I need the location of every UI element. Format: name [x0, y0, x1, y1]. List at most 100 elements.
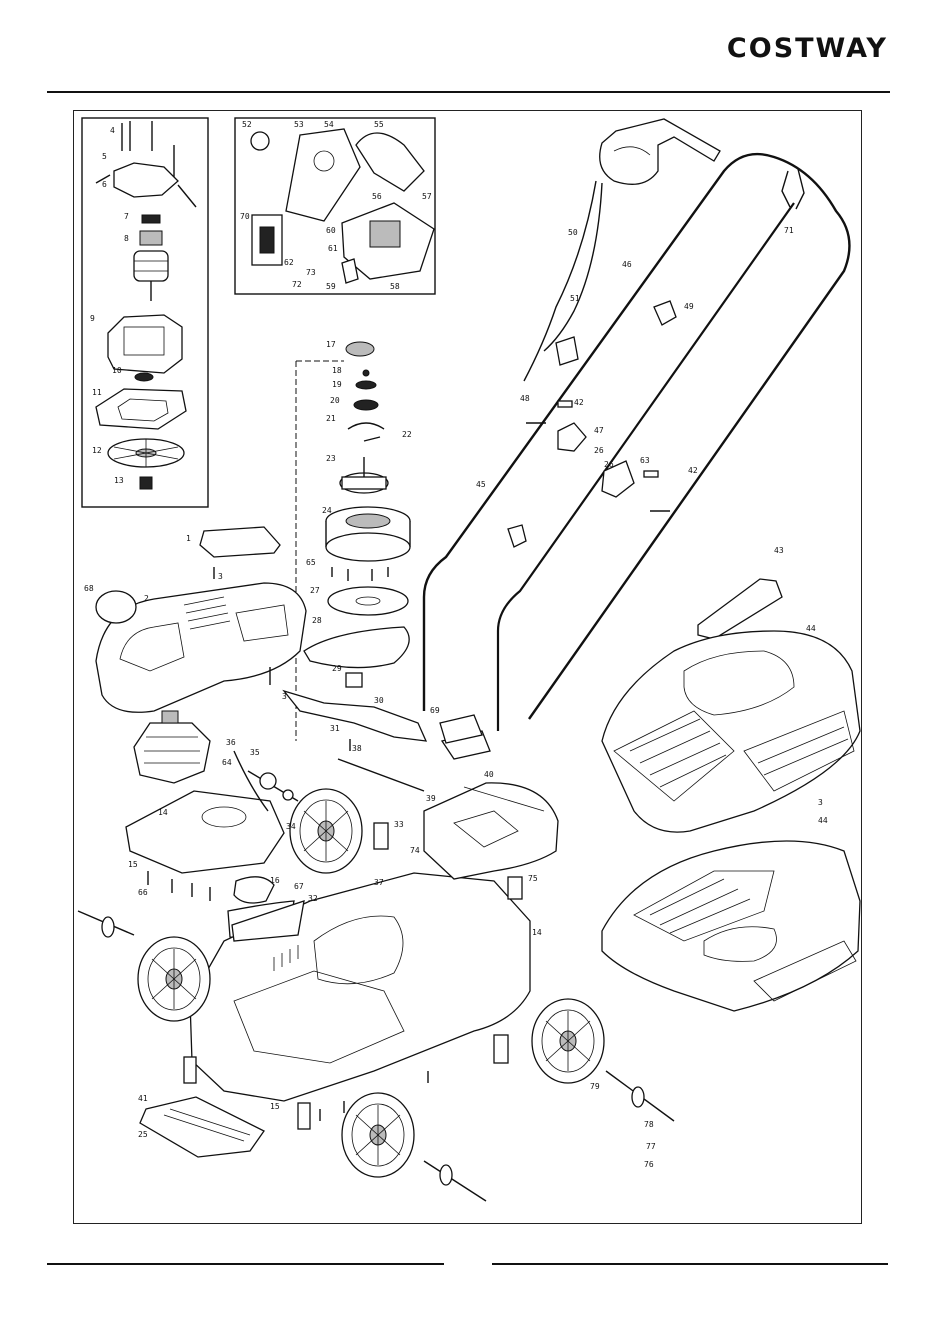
exploded-parts-diagram: 1 2 3 3 3 4 5 6 7 8 9 10 11 12 13 14 14 … — [73, 110, 862, 1224]
spindle-cap — [346, 342, 374, 356]
screws-row — [332, 567, 388, 581]
motor-mount-plate — [126, 791, 284, 873]
footer-rule-left — [47, 1263, 444, 1265]
handle-joint-right — [644, 471, 658, 477]
part-label-66: 66 — [138, 888, 148, 897]
part-label-21: 21 — [326, 414, 336, 423]
part-label-7: 7 — [124, 212, 129, 221]
diagram-canvas: 1 2 3 3 3 4 5 6 7 8 9 10 11 12 13 14 14 … — [74, 111, 863, 1225]
cover-badge — [96, 591, 136, 623]
part-label-61: 61 — [328, 244, 338, 253]
grass-box-bottom — [602, 841, 860, 1011]
spindle-bearing — [354, 400, 378, 410]
part-label-26b: 26 — [604, 460, 614, 469]
part-label-36: 36 — [226, 738, 236, 747]
part-label-64: 64 — [222, 758, 232, 767]
part-label-52: 52 — [242, 120, 252, 129]
wheel-front-left — [342, 1093, 486, 1201]
gear-hub — [340, 457, 388, 493]
part-label-3b: 3 — [282, 692, 287, 701]
part-label-18: 18 — [332, 366, 342, 375]
part-label-70: 70 — [240, 212, 250, 221]
rear-flap — [424, 783, 558, 879]
part-label-19: 19 — [332, 380, 342, 389]
part-label-15a: 15 — [128, 860, 138, 869]
part-label-13: 13 — [114, 476, 124, 485]
part-label-10: 10 — [112, 366, 122, 375]
part-label-47: 47 — [594, 426, 604, 435]
part-label-51: 51 — [570, 294, 580, 303]
deck-plate — [140, 1097, 264, 1157]
motor-bearing — [142, 215, 160, 223]
part-label-67: 67 — [294, 882, 304, 891]
part-label-34: 34 — [286, 822, 296, 831]
height-bracket-left — [184, 1057, 196, 1083]
part-label-69: 69 — [430, 706, 440, 715]
part-label-24: 24 — [322, 506, 332, 515]
part-label-37: 37 — [374, 878, 384, 887]
part-label-76: 76 — [644, 1160, 654, 1169]
part-label-57: 57 — [422, 192, 432, 201]
part-label-49: 49 — [684, 302, 694, 311]
motor-base-plate — [96, 389, 186, 429]
part-label-23: 23 — [326, 454, 336, 463]
rear-axle — [248, 771, 298, 801]
switch-box-on-handle — [600, 119, 720, 184]
handle-knob-left — [558, 423, 586, 451]
part-label-74: 74 — [410, 846, 420, 855]
spindle-bearing-top — [356, 381, 376, 389]
cable-clamp-right — [654, 301, 676, 325]
motor-body — [126, 711, 294, 938]
part-label-59: 59 — [326, 282, 336, 291]
height-bracket-top — [374, 823, 388, 849]
part-label-73: 73 — [306, 268, 316, 277]
part-label-48: 48 — [520, 394, 530, 403]
part-label-63: 63 — [640, 456, 650, 465]
part-label-45: 45 — [476, 480, 486, 489]
height-bracket-bottom — [298, 1103, 310, 1129]
motor-cover — [96, 527, 306, 712]
part-label-22: 22 — [402, 430, 412, 439]
part-label-31: 31 — [330, 724, 340, 733]
blade-adapter — [346, 673, 362, 687]
belt-ring — [234, 877, 274, 903]
belt-drive-pulley — [326, 507, 410, 561]
height-bracket-right — [494, 1035, 508, 1063]
motor-housing — [108, 315, 182, 373]
part-label-44b: 44 — [818, 816, 828, 825]
part-label-26a: 26 — [594, 446, 604, 455]
part-label-4: 4 — [110, 126, 115, 135]
part-label-62: 62 — [284, 258, 294, 267]
cable-clamp-left — [508, 525, 526, 547]
part-label-41: 41 — [138, 1094, 148, 1103]
part-label-6: 6 — [102, 180, 107, 189]
brand-logo: COSTWAY — [727, 33, 888, 64]
part-label-14a: 14 — [158, 808, 168, 817]
carry-handle-front — [200, 527, 280, 557]
switch-knob — [251, 132, 269, 150]
part-label-17: 17 — [326, 340, 336, 349]
part-label-46: 46 — [622, 260, 632, 269]
handle-joint-left — [558, 401, 572, 407]
wheel-rear-left — [78, 911, 210, 1021]
part-label-42b: 42 — [688, 466, 698, 475]
drive-belt-guard — [304, 627, 409, 668]
part-label-50: 50 — [568, 228, 578, 237]
cooling-fan — [108, 439, 184, 467]
part-label-54: 54 — [324, 120, 334, 129]
cutting-blade — [284, 691, 426, 741]
part-label-75: 75 — [528, 874, 538, 883]
part-label-9: 9 — [90, 314, 95, 323]
fan-nut — [140, 477, 152, 489]
wheel-front-right — [532, 999, 674, 1121]
part-label-39: 39 — [426, 794, 436, 803]
switch-cover-left — [286, 129, 360, 221]
part-label-40: 40 — [484, 770, 494, 779]
part-label-44a: 44 — [806, 624, 816, 633]
part-label-1: 1 — [186, 534, 191, 543]
footer-rule-right — [492, 1263, 888, 1265]
part-label-32: 32 — [308, 894, 318, 903]
part-label-5: 5 — [102, 152, 107, 161]
part-label-3c: 3 — [818, 798, 823, 807]
part-label-65: 65 — [306, 558, 316, 567]
